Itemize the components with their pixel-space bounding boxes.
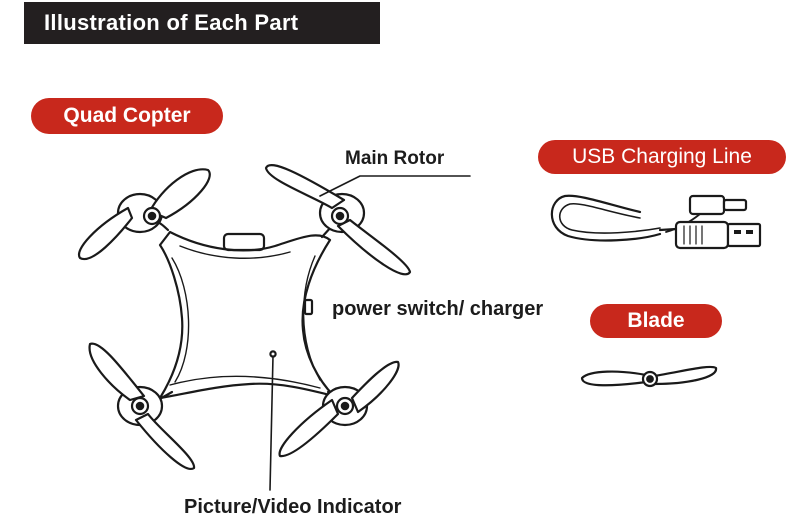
rotor-top-left xyxy=(77,168,211,261)
usb-cable-drawing xyxy=(550,194,762,250)
page-title: Illustration of Each Part xyxy=(24,2,380,44)
rotor-bottom-left xyxy=(88,342,196,471)
section-label-blade: Blade xyxy=(590,304,722,338)
quadcopter-drawing xyxy=(77,163,412,471)
blade-drawing xyxy=(580,365,718,388)
rotor-bottom-right xyxy=(278,360,400,458)
label-indicator: Picture/Video Indicator xyxy=(184,496,402,518)
leader-line-main-rotor xyxy=(319,175,471,197)
rotor-top-right xyxy=(264,163,412,276)
leader-line-indicator xyxy=(269,355,274,491)
label-main-rotor: Main Rotor xyxy=(345,148,445,169)
section-label-quad-copter: Quad Copter xyxy=(31,98,223,134)
power-switch-slot xyxy=(303,298,314,316)
label-power-switch: power switch/ charger xyxy=(332,298,544,320)
section-label-usb-charging-line: USB Charging Line xyxy=(538,140,786,174)
